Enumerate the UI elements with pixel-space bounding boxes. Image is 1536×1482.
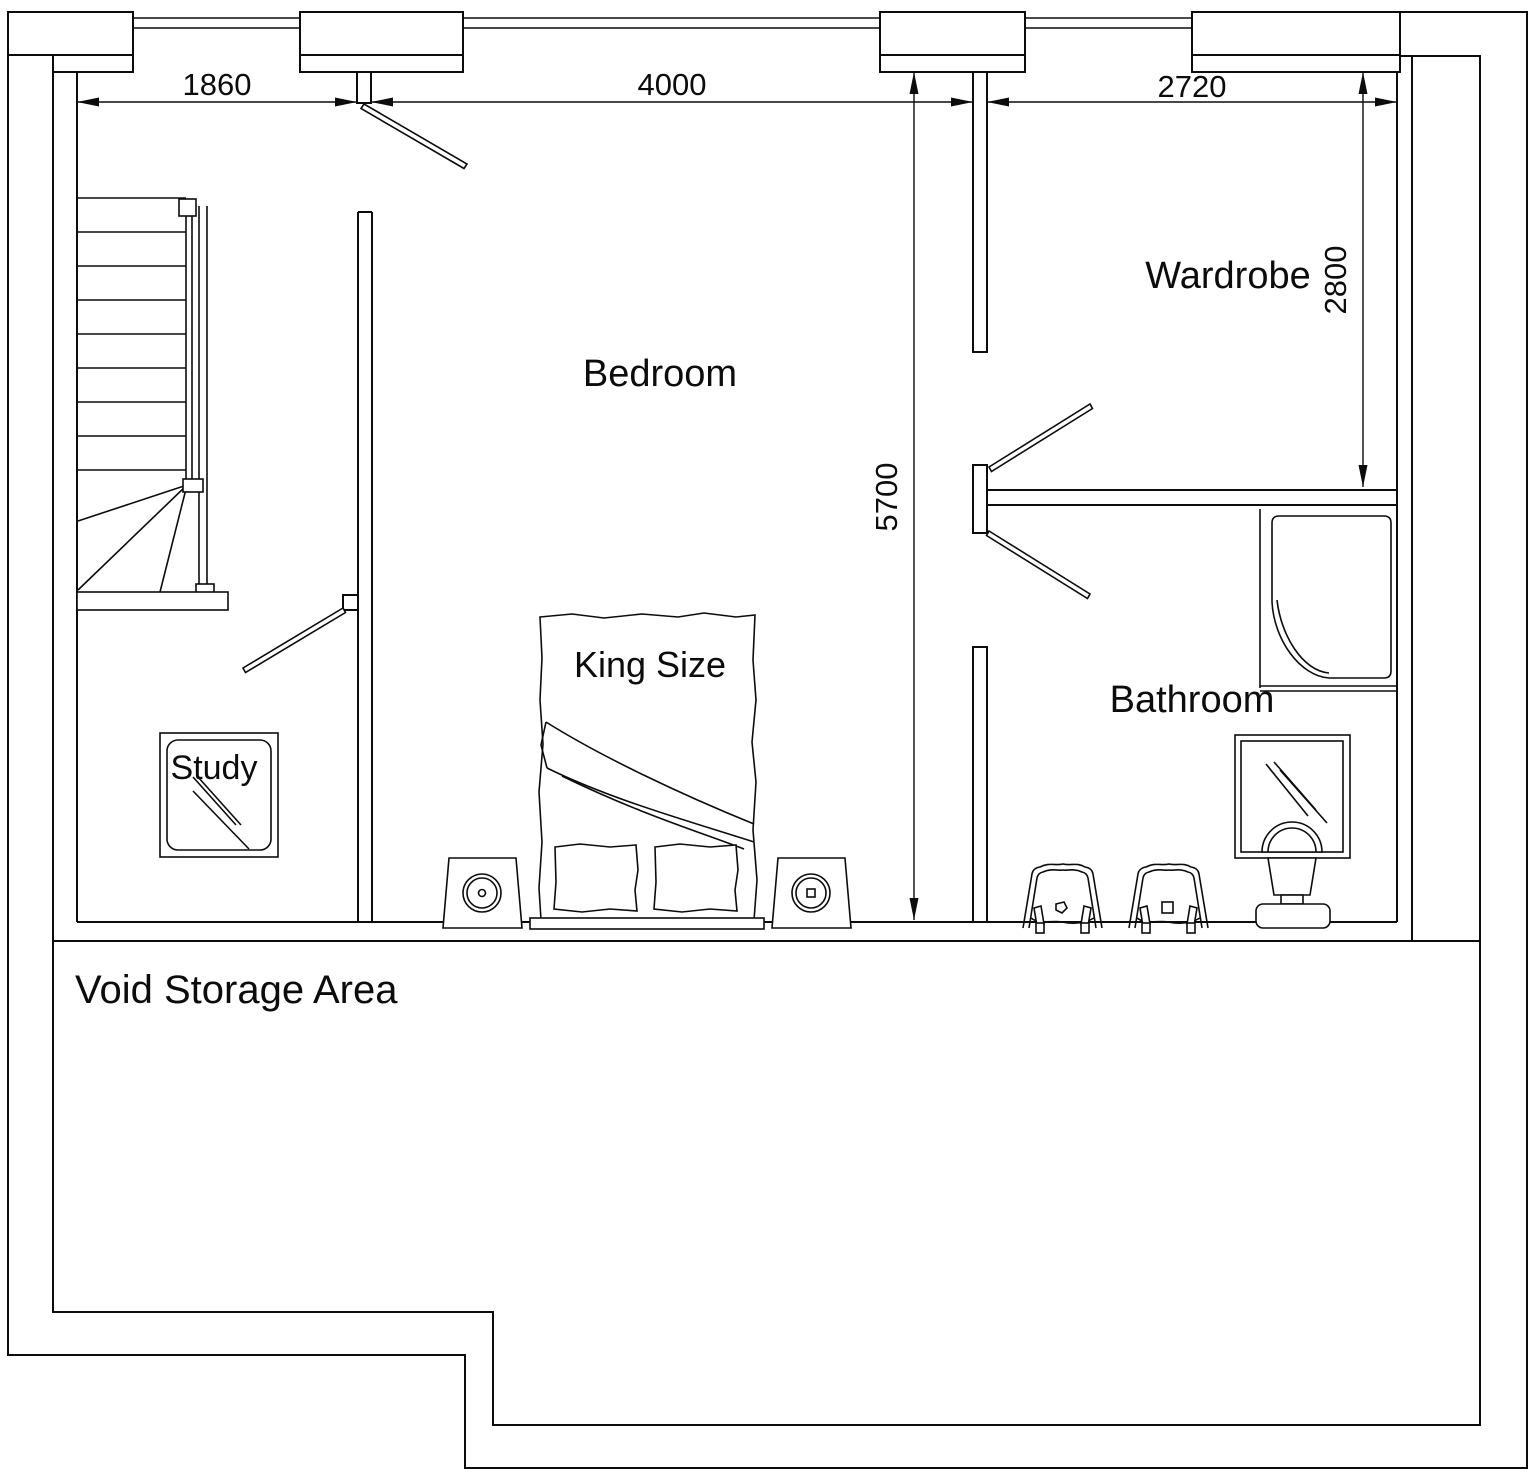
dimension-value: 2800	[1318, 246, 1353, 315]
shower-tray-rim	[1276, 599, 1330, 674]
lamp-finial	[477, 888, 487, 898]
wall-piers	[7, 11, 1401, 353]
study-partition-wall	[342, 211, 373, 922]
pier-corner-right-base	[1191, 54, 1401, 73]
pier-2-door-stub	[356, 71, 372, 104]
bathroom-door-leaf	[985, 529, 1092, 600]
pier-3-base	[879, 54, 1026, 73]
toilet-right	[1128, 863, 1209, 934]
pier-corner-left-base	[52, 54, 134, 73]
room-labels: Bedroom Wardrobe Bathroom Study King Siz…	[75, 255, 1311, 1012]
bedroom-bathroom-divider-wall	[972, 646, 988, 923]
lamp-shade	[795, 877, 827, 909]
toilet-left	[1022, 863, 1103, 934]
room-label-bedroom: Bedroom	[583, 353, 737, 395]
pier-2	[299, 11, 464, 56]
headboard	[529, 917, 765, 930]
mirror-reflection-lines	[1265, 761, 1328, 824]
shower-enclosure	[1259, 509, 1397, 692]
stair-rail-cap	[182, 478, 204, 493]
vanity-basin-with-mirror	[1234, 734, 1351, 929]
study-door-stub	[342, 594, 359, 611]
dimension-2800: 2800	[1318, 72, 1368, 487]
stair-newel-top	[178, 198, 197, 217]
pier-corner-left	[7, 11, 134, 56]
lamp-finial	[806, 888, 816, 898]
pillow-right	[653, 843, 739, 913]
flush-button	[1055, 901, 1068, 914]
pier-corner-right	[1191, 11, 1401, 56]
room-label-bathroom: Bathroom	[1110, 679, 1275, 721]
lamp-outline	[462, 873, 502, 913]
staircase	[76, 197, 229, 611]
duvet-fold	[540, 721, 755, 850]
flush-button	[1161, 901, 1174, 914]
dimension-value: 1860	[183, 67, 252, 102]
pier-2-base	[299, 54, 464, 73]
dimension-value: 2720	[1158, 69, 1227, 104]
stair-treads	[77, 231, 186, 471]
windows	[133, 17, 1192, 29]
nightstand-right	[771, 857, 852, 929]
lamp-shade	[466, 877, 498, 909]
window-top-left	[133, 17, 300, 29]
desk-hatch-lines	[192, 776, 250, 850]
dimension-value: 5700	[869, 463, 904, 532]
bedroom-wardrobe-divider-wall	[972, 71, 988, 353]
room-label-study: Study	[171, 749, 258, 787]
king-bed	[529, 612, 765, 930]
desk-outline	[159, 732, 279, 858]
pillow-left	[553, 843, 639, 913]
dimension-5700: 5700	[869, 72, 919, 920]
desk-top	[166, 739, 272, 851]
furniture-label-king-size: King Size	[574, 644, 726, 685]
window-top-right	[1025, 17, 1192, 29]
nightstand-left	[442, 857, 523, 929]
inner-wall-outline	[52, 55, 1481, 1426]
bedroom-entry-door-leaf	[359, 102, 469, 170]
stair-handrail	[178, 198, 215, 601]
pedestal-base	[1255, 903, 1331, 929]
shower-tray	[1271, 515, 1392, 679]
wardrobe-bathroom-divider-wall	[986, 489, 1398, 506]
room-label-wardrobe: Wardrobe	[1145, 255, 1310, 297]
study-desk	[159, 732, 279, 858]
interior-partitions	[342, 211, 1398, 923]
dimension-4000: 4000	[371, 67, 973, 107]
pier-3	[879, 11, 1026, 56]
wardrobe-door-leaf	[987, 402, 1094, 473]
study-door-leaf	[241, 606, 347, 674]
room-label-void-storage: Void Storage Area	[75, 968, 398, 1012]
dimension-1860: 1860	[77, 67, 357, 107]
doors	[241, 102, 1094, 674]
dimension-2720: 2720	[987, 69, 1397, 107]
window-top-middle	[463, 17, 880, 29]
stair-winders	[77, 484, 188, 593]
mattress	[538, 612, 758, 921]
basin-bowl	[1261, 821, 1323, 853]
stair-bottom-step	[76, 591, 229, 611]
dimension-value: 4000	[638, 67, 707, 102]
door-pier-between-wardrobe-bathroom	[972, 464, 988, 534]
basin-pedestal	[1267, 857, 1317, 896]
outer-wall-outline	[7, 11, 1528, 1469]
lamp-outline	[791, 873, 831, 913]
